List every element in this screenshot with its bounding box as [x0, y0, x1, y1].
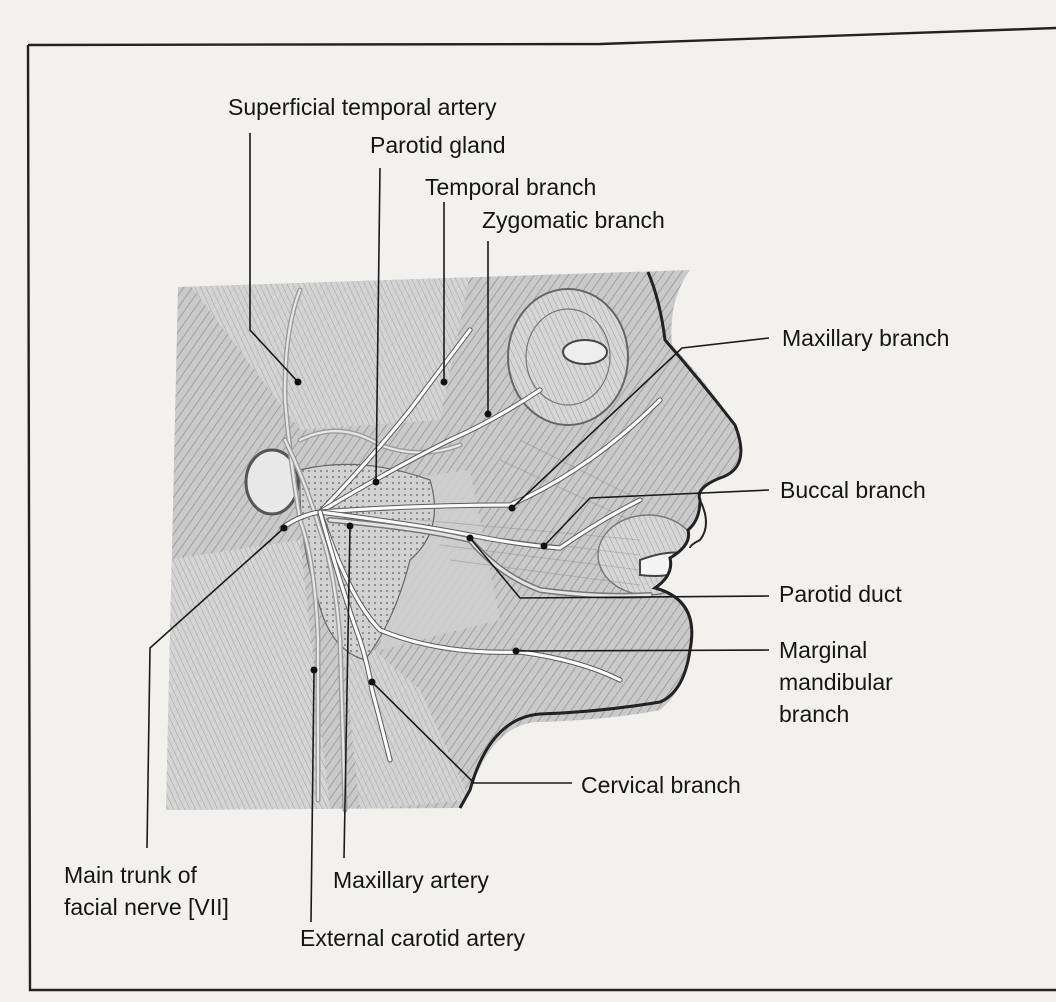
label-marginal-mandibular-line-1: Marginal — [779, 637, 867, 663]
label-zygomatic-branch: Zygomatic branch — [482, 207, 665, 233]
label-superficial-temporal-artery: Superficial temporal artery — [228, 94, 497, 120]
label-buccal-branch: Buccal branch — [780, 477, 926, 503]
label-parotid-duct: Parotid duct — [779, 581, 902, 607]
label-parotid-gland: Parotid gland — [370, 132, 506, 158]
label-maxillary-branch: Maxillary branch — [782, 325, 949, 351]
label-marginal-mandibular-line-2: mandibular — [779, 669, 893, 695]
label-main-trunk-line-2: facial nerve [VII] — [64, 894, 229, 920]
label-external-carotid-artery: External carotid artery — [300, 925, 525, 951]
label-cervical-branch: Cervical branch — [581, 772, 741, 798]
label-marginal-mandibular-line-3: branch — [779, 701, 849, 727]
label-temporal-branch: Temporal branch — [425, 174, 596, 200]
label-main-trunk-line-1: Main trunk of — [64, 862, 198, 888]
label-maxillary-artery: Maxillary artery — [333, 867, 489, 893]
